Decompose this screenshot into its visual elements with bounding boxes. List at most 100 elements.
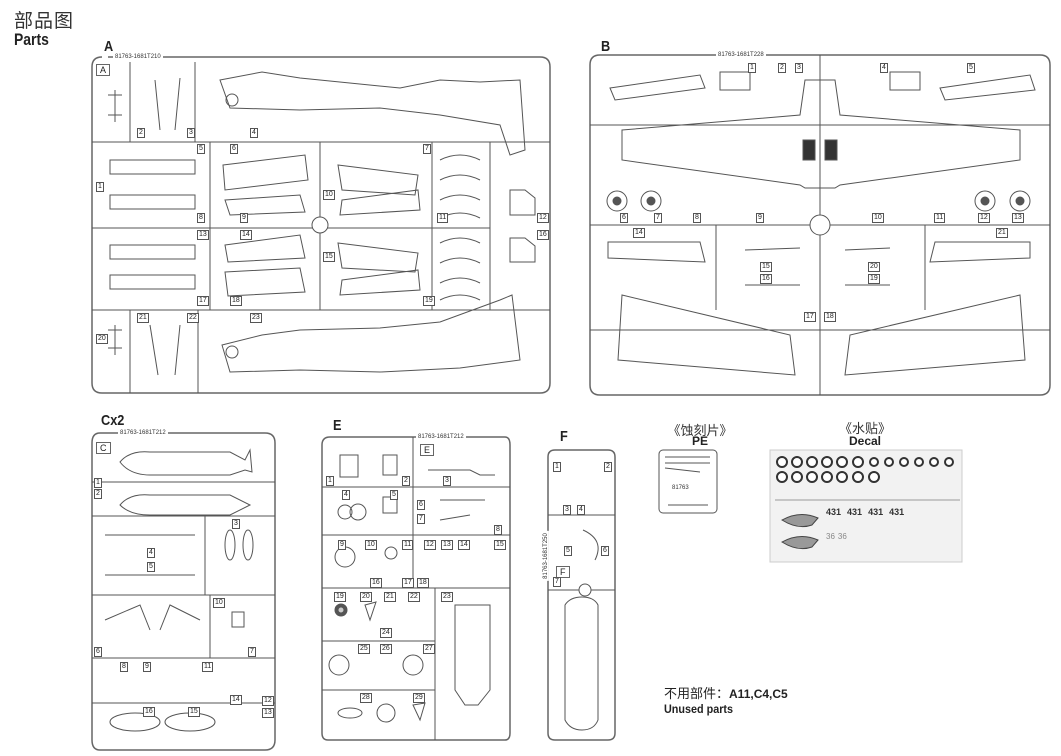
sprue-c-code: 81763-1681T212 <box>118 430 168 436</box>
part-number: 17 <box>402 578 414 588</box>
part-number: 4 <box>147 548 155 558</box>
part-number: 8 <box>494 525 502 535</box>
part-number: 2 <box>778 63 786 73</box>
sprue-c-label: Cx2 <box>101 412 125 429</box>
part-number: 4 <box>250 128 258 138</box>
part-number: 7 <box>553 577 561 587</box>
part-number: 2 <box>402 476 410 486</box>
sprue-e-label: E <box>333 417 342 434</box>
part-number: 19 <box>334 592 346 602</box>
part-number: 4 <box>880 63 888 73</box>
pe-code: 81763 <box>672 485 689 491</box>
part-number: 29 <box>413 693 425 703</box>
sprue-c <box>91 432 276 751</box>
part-number: 5 <box>197 144 205 154</box>
unused-label-cn: 不用部件： <box>664 686 730 701</box>
part-number: 3 <box>443 476 451 486</box>
part-number: 6 <box>94 647 102 657</box>
part-number: 14 <box>230 695 242 705</box>
decal-code: 431 <box>868 507 884 517</box>
part-number: 7 <box>248 647 256 657</box>
part-number: 1 <box>553 462 561 472</box>
part-number: 19 <box>868 274 880 284</box>
part-number: 9 <box>338 540 346 550</box>
decal-number: 36 <box>826 532 835 541</box>
sprue-e-code: 81763-1681T212 <box>416 434 466 440</box>
sprue-e-tag: E <box>420 444 435 456</box>
part-number: 14 <box>633 228 645 238</box>
sprue-b <box>589 54 1051 396</box>
decal-codes: 431 431 431 431 <box>826 507 904 517</box>
part-number: 21 <box>996 228 1008 238</box>
part-number: 14 <box>458 540 470 550</box>
part-number: 7 <box>417 514 425 524</box>
part-number: 8 <box>693 213 701 223</box>
part-number: 26 <box>380 644 392 654</box>
part-number: 3 <box>563 505 571 515</box>
part-number: 7 <box>654 213 662 223</box>
decal-number: 36 <box>837 532 847 541</box>
part-number: 22 <box>408 592 420 602</box>
part-number: 1 <box>94 478 102 488</box>
part-number: 16 <box>537 230 549 240</box>
part-number: 9 <box>756 213 764 223</box>
part-number: 19 <box>423 296 435 306</box>
part-number: 13 <box>262 708 274 718</box>
sprue-a-code: 81763-1681T210 <box>113 54 163 60</box>
part-number: 12 <box>537 213 549 223</box>
part-number: 9 <box>143 662 151 672</box>
part-number: 5 <box>564 546 572 556</box>
part-number: 13 <box>1012 213 1024 223</box>
sprue-b-code: 81763-1681T228 <box>716 52 766 58</box>
part-number: 3 <box>187 128 195 138</box>
unused-parts-list: A11,C4,C5 <box>729 687 788 701</box>
part-number: 11 <box>437 213 449 223</box>
part-number: 11 <box>934 213 946 223</box>
decal-numbers: 36 36 <box>826 532 847 541</box>
part-number: 8 <box>120 662 128 672</box>
part-number: 12 <box>262 696 274 706</box>
page-title-cn: 部品图 <box>14 10 75 32</box>
part-number: 13 <box>197 230 209 240</box>
part-number: 10 <box>213 598 225 608</box>
unused-label-en: Unused parts <box>664 702 734 716</box>
part-number: 22 <box>187 313 199 323</box>
decal-code: 431 <box>847 507 863 517</box>
part-number: 5 <box>390 490 398 500</box>
sprue-b-label: B <box>601 38 611 55</box>
decal-title-cn: 《水贴》 <box>838 421 891 436</box>
part-number: 8 <box>197 213 205 223</box>
part-number: 16 <box>370 578 382 588</box>
part-number: 3 <box>795 63 803 73</box>
sprue-f <box>547 449 616 741</box>
decal-code: 431 <box>826 507 842 517</box>
part-number: 1 <box>96 182 104 192</box>
part-number: 5 <box>967 63 975 73</box>
sprue-a-tag: A <box>96 64 111 76</box>
part-number: 11 <box>402 540 414 550</box>
part-number: 18 <box>824 312 836 322</box>
decal-title-en: Decal <box>848 434 882 448</box>
part-number: 21 <box>384 592 396 602</box>
part-number: 18 <box>230 296 242 306</box>
part-number: 23 <box>441 592 453 602</box>
part-number: 20 <box>868 262 880 272</box>
part-number: 17 <box>804 312 816 322</box>
part-number: 24 <box>380 628 392 638</box>
part-number: 17 <box>197 296 209 306</box>
sprue-a <box>91 56 551 394</box>
decal-sheet <box>769 449 963 563</box>
part-number: 27 <box>423 644 435 654</box>
part-number: 9 <box>240 213 248 223</box>
part-number: 25 <box>358 644 370 654</box>
part-number: 21 <box>137 313 149 323</box>
part-number: 12 <box>424 540 436 550</box>
decal-code: 431 <box>889 507 905 517</box>
part-number: 15 <box>494 540 506 550</box>
part-number: 3 <box>232 519 240 529</box>
part-number: 4 <box>342 490 350 500</box>
part-number: 28 <box>360 693 372 703</box>
part-number: 1 <box>748 63 756 73</box>
part-number: 7 <box>423 144 431 154</box>
